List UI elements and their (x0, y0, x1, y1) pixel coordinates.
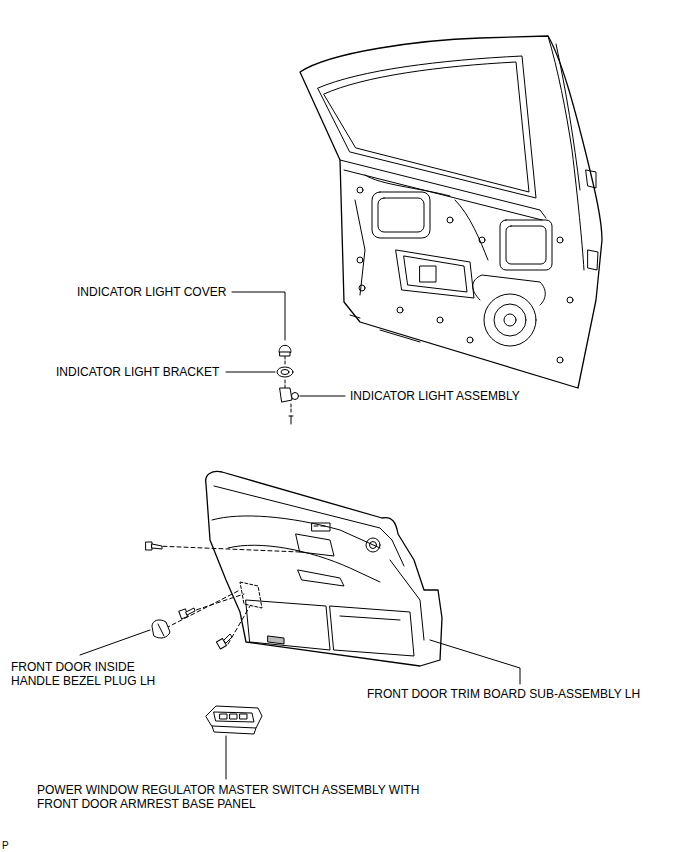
illustration-line (404, 256, 467, 292)
illustration-line (206, 706, 262, 728)
illustration-line (152, 544, 162, 549)
illustration-line (186, 608, 195, 615)
illustration-line (280, 352, 290, 356)
illustration-line (289, 416, 293, 424)
illustration-line (314, 526, 325, 527)
illustration-line (437, 317, 443, 323)
illustration-line (214, 712, 254, 722)
illustration-line (190, 594, 244, 612)
illustration-line (357, 257, 363, 263)
indicator-light-parts (277, 345, 299, 424)
illustration-line (396, 250, 474, 298)
illustration-line (280, 388, 292, 402)
illustration-line (557, 357, 563, 363)
illustration-line (494, 304, 526, 336)
part-label: INDICATOR LIGHT COVER (76, 285, 227, 299)
illustration-line (548, 36, 584, 270)
illustration-line (285, 380, 286, 388)
illustration-line (378, 198, 424, 232)
illustration-line (355, 200, 365, 295)
illustration-line (296, 534, 334, 556)
illustration-line (230, 714, 237, 719)
illustration-line (479, 237, 485, 243)
illustration-line (359, 285, 365, 291)
illustration-line (473, 275, 546, 305)
illustration-line (366, 538, 380, 552)
illustration-line (556, 44, 580, 190)
illustration-line (504, 314, 516, 326)
illustration-line (500, 220, 552, 270)
illustration-line (357, 187, 363, 193)
illustration-line (146, 542, 152, 550)
illustration-line (206, 472, 442, 667)
illustration-line (220, 714, 227, 719)
illustration-line (152, 620, 170, 638)
illustration-line (277, 367, 293, 377)
illustration-line (372, 192, 430, 238)
illustration-line (430, 640, 520, 684)
illustration-line (226, 736, 227, 779)
illustration-line (226, 372, 275, 373)
illustration-line (557, 237, 563, 243)
illustration-line (224, 634, 232, 643)
illustration-line (291, 404, 292, 414)
part-label: POWER WINDOW REGULATOR MASTER SWITCH ASS… (36, 783, 438, 811)
illustration-line (279, 345, 291, 352)
illustration-line (240, 582, 262, 608)
illustration-line (420, 266, 436, 282)
figure-code: P (1, 839, 10, 852)
part-label: INDICATOR LIGHT ASSEMBLY (349, 389, 521, 403)
illustration-line (467, 337, 473, 343)
illustration-line (340, 616, 400, 620)
illustration-line (365, 175, 450, 196)
illustration-line (212, 726, 256, 734)
illustration-line (232, 292, 285, 340)
trim-board (206, 472, 442, 667)
illustration-line (455, 200, 488, 260)
illustration-line (506, 226, 546, 264)
illustration-line (340, 160, 546, 218)
part-label: FRONT DOOR INSIDE HANDLE BEZEL PLUG LH (10, 660, 162, 688)
part-label: FRONT DOOR TRIM BOARD SUB-ASSEMBLY LH (366, 687, 641, 701)
illustration-line (300, 36, 602, 388)
illustration-line (586, 170, 596, 188)
part-label: INDICATOR LIGHT BRACKET (55, 365, 220, 379)
illustration-line (330, 606, 414, 656)
illustration-line (390, 560, 424, 640)
illustration-line (212, 516, 380, 548)
illustration-line (588, 250, 598, 270)
illustration-line (312, 523, 330, 531)
illustration-line (300, 396, 345, 397)
illustration-line (447, 217, 453, 223)
illustration-line (166, 590, 240, 628)
illustration-line (370, 542, 377, 549)
illustration-line (567, 297, 573, 303)
illustration-line (484, 294, 536, 346)
illustration-line (318, 56, 536, 198)
door-frame (300, 36, 602, 388)
illustration-line (156, 546, 300, 552)
illustration-line (214, 486, 404, 566)
illustration-line (281, 370, 289, 375)
illustration-line (80, 630, 150, 655)
illustration-line (350, 315, 420, 342)
illustration-line (240, 714, 247, 719)
illustration-line (158, 624, 164, 636)
illustration-line (268, 636, 284, 644)
illustration-line (228, 545, 380, 582)
power-window-switch (206, 706, 262, 734)
screws (146, 542, 300, 649)
illustration-line (246, 600, 330, 650)
illustration-line (292, 393, 299, 400)
illustration-line (298, 570, 344, 586)
illustration-line (285, 356, 286, 364)
bezel-plug (152, 620, 170, 638)
illustration-line (397, 307, 403, 313)
